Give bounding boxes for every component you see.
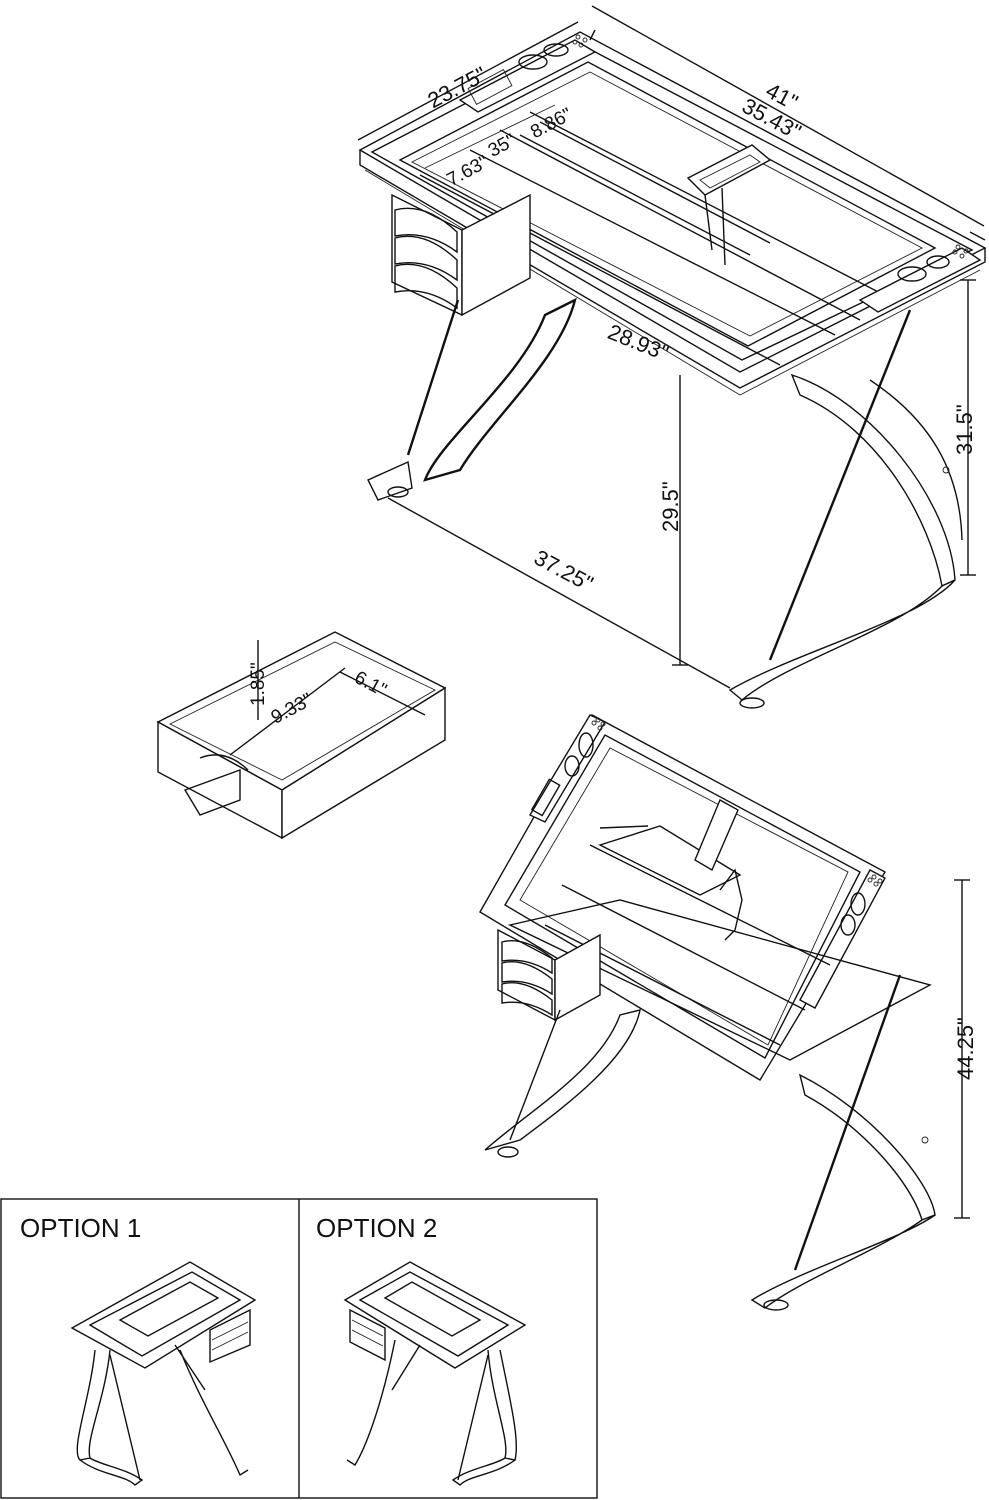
tilted-desk-view — [479, 714, 970, 1311]
option-2-illustration — [343, 1261, 527, 1486]
dim-desk-height-label: 29.5" — [658, 481, 683, 532]
drawer-dim-height-label: 1.85" — [248, 662, 269, 706]
dim-base-width-label: 37.25" — [530, 545, 597, 597]
option-1-illustration — [70, 1261, 257, 1486]
option-1-label: OPTION 1 — [20, 1213, 141, 1243]
dim-total-height-label: 31.5" — [952, 404, 977, 455]
drawer-view — [156, 631, 447, 840]
option-2-label: OPTION 2 — [316, 1213, 437, 1243]
tilted-dim-raised-height-label: 44.25" — [953, 1017, 978, 1080]
options-panel — [0, 1198, 598, 1499]
main-desk-view — [357, 5, 987, 709]
